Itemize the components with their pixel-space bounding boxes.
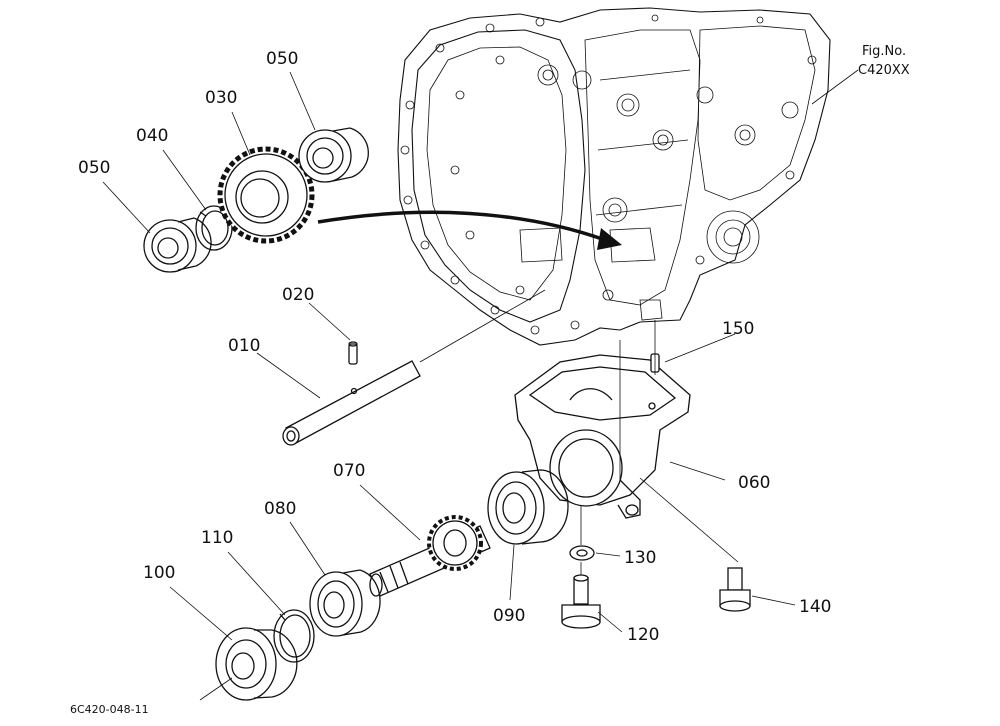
part-110-snap-ring xyxy=(273,609,315,663)
part-090-bearing xyxy=(487,469,569,545)
part-080-bearing xyxy=(309,569,381,637)
callout-150: 150 xyxy=(722,319,754,339)
part-120-bolt xyxy=(561,574,601,629)
assembly-arrow xyxy=(317,210,622,250)
callout-120: 120 xyxy=(627,625,659,645)
part-140-plug xyxy=(719,567,751,612)
callout-050-top: 050 xyxy=(266,49,298,69)
callout-010: 010 xyxy=(228,336,260,356)
leader-lines xyxy=(102,69,859,701)
transmission-housing xyxy=(397,7,831,346)
callout-110: 110 xyxy=(201,528,233,548)
part-060-housing xyxy=(514,354,691,519)
callout-040: 040 xyxy=(136,126,168,146)
callout-labels: 010 020 030 040 050 050 060 070 080 090 … xyxy=(78,49,831,645)
part-050-bearing-top xyxy=(298,127,369,183)
callout-080: 080 xyxy=(264,499,296,519)
part-020-pin xyxy=(348,341,358,365)
callout-130: 130 xyxy=(624,548,656,568)
callout-140: 140 xyxy=(799,597,831,617)
callout-020: 020 xyxy=(282,285,314,305)
part-070-pinion-shaft xyxy=(369,515,491,597)
part-130-washer xyxy=(569,545,595,561)
part-010-shaft xyxy=(282,360,421,446)
part-050-bearing-left xyxy=(143,217,212,273)
fig-no-value: C420XX xyxy=(858,63,910,78)
callout-050-left: 050 xyxy=(78,158,110,178)
fig-no-label: Fig.No. xyxy=(862,44,906,59)
document-id: 6C420-048-11 xyxy=(70,703,149,716)
part-100-seal-cover xyxy=(215,627,298,701)
callout-090: 090 xyxy=(493,606,525,626)
callout-030: 030 xyxy=(205,88,237,108)
callout-100: 100 xyxy=(143,563,175,583)
part-030-gear xyxy=(217,146,315,244)
callout-070: 070 xyxy=(333,461,365,481)
figure-info: Fig.No. C420XX 6C420-048-11 xyxy=(70,44,910,716)
callout-060: 060 xyxy=(738,473,770,493)
